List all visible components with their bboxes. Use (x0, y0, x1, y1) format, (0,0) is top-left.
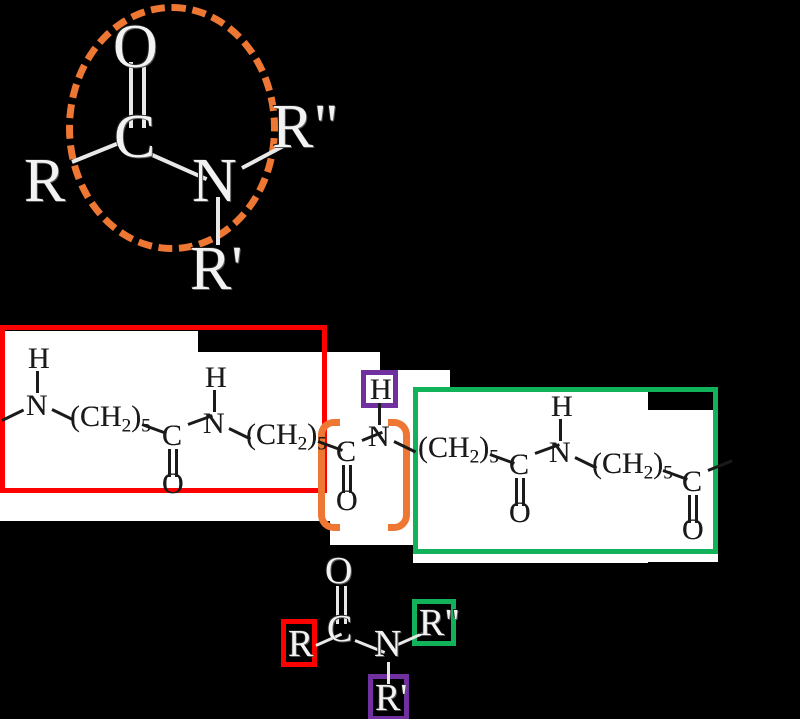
middle-label-ch2-1: (CH2)5 (70, 402, 151, 436)
ch2-close-1: ) (131, 400, 142, 433)
bond-n2-h2 (213, 390, 216, 412)
ch2-count-2: 5 (317, 433, 327, 455)
ch2-close-2: ) (307, 418, 318, 451)
middle-label-ch2-4: (CH2)5 (592, 449, 673, 483)
bond-c2-o2-a (342, 465, 345, 493)
middle-label-o-2: O (336, 484, 358, 517)
repeat-unit-bracket-left (318, 419, 340, 531)
ch2-close-4: ) (653, 447, 664, 480)
legend-group-r-prime: R' (375, 677, 408, 719)
legend-bond-c-o-a (336, 586, 339, 624)
highlight-box-red-left-fragment (0, 325, 327, 493)
ch2-open-2: (CH (246, 418, 298, 451)
bond-n3-h3 (378, 403, 381, 425)
ch2-sub-2: 2 (297, 433, 308, 455)
group-r-top: R (24, 147, 66, 215)
ch2-open-1: (CH (70, 400, 122, 433)
group-r-double-prime-top: R" (272, 93, 339, 161)
bond-c4-o4-b (695, 495, 698, 523)
ch2-count-1: 5 (141, 415, 151, 437)
bond-c3-o3-b (522, 478, 525, 506)
atom-carbon-top: C (114, 103, 156, 171)
middle-label-c-1: C (162, 419, 183, 452)
group-r-prime-top: R' (190, 235, 243, 303)
ch2-sub-4: 2 (643, 462, 654, 484)
middle-label-ch2-2: (CH2)5 (246, 420, 327, 454)
ch2-count-4: 5 (663, 462, 673, 484)
middle-label-h-4: H (551, 390, 573, 423)
legend-atom-nitrogen: N (374, 623, 402, 665)
repeat-unit-bracket-right (388, 419, 410, 531)
middle-label-c-2: C (336, 435, 357, 468)
atom-oxygen-top: O (113, 13, 158, 81)
middle-label-o-4: O (682, 513, 704, 546)
bond-c4-o4-a (688, 495, 691, 523)
middle-label-h-1: H (28, 342, 50, 375)
bond-c3-o3-a (515, 478, 518, 506)
legend-box-red-r (281, 619, 317, 667)
legend-atom-oxygen: O (325, 550, 353, 592)
middle-label-c-4: C (682, 465, 703, 498)
bond-c2-o2-b (349, 465, 352, 493)
bond-c-o-double-b (142, 62, 146, 128)
bond-n1-h1 (36, 371, 39, 393)
legend-atom-carbon: C (327, 608, 353, 650)
legend-group-r-double-prime: R" (419, 602, 460, 644)
middle-label-h-2: H (205, 361, 227, 394)
bond-c1-o1-a (168, 449, 171, 477)
ch2-sub-1: 2 (121, 415, 132, 437)
legend-bond-n-rprime (387, 662, 390, 684)
bond-c-o-double-a (129, 62, 133, 128)
ch2-open-4: (CH (592, 447, 644, 480)
bond-n-rprime (216, 197, 220, 245)
ch2-open-3: (CH (418, 431, 470, 464)
legend-box-green-r-double-prime (412, 599, 456, 646)
ch2-count-3: 5 (489, 446, 499, 468)
middle-label-h-3: H (370, 373, 392, 406)
bond-c1-o1-b (175, 449, 178, 477)
middle-label-c-3: C (509, 448, 530, 481)
middle-label-o-1: O (162, 467, 184, 500)
atom-nitrogen-top: N (192, 147, 237, 215)
middle-label-o-3: O (509, 496, 531, 529)
ch2-close-3: ) (479, 431, 490, 464)
middle-label-n-4: N (549, 436, 571, 469)
ch2-sub-3: 2 (469, 446, 480, 468)
legend-group-r: R (288, 623, 314, 665)
middle-label-n-1: N (26, 389, 48, 422)
bond-n4-h4 (559, 419, 562, 441)
middle-label-n-2: N (203, 407, 225, 440)
middle-label-n-3: N (368, 420, 390, 453)
middle-label-ch2-3: (CH2)5 (418, 433, 499, 467)
amide-group-highlight-ellipse (66, 4, 278, 252)
highlight-box-green-right-fragment (413, 387, 718, 554)
legend-bond-c-o-b (344, 586, 347, 624)
